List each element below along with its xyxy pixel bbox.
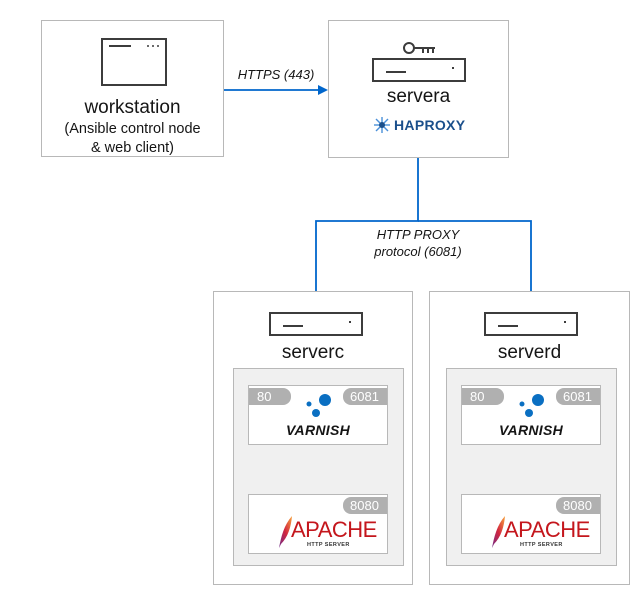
workstation-window-icon <box>101 38 167 86</box>
serverd-apache-port: 8080 <box>556 497 600 514</box>
workstation-description: (Ansible control node & web client) <box>42 120 223 158</box>
servera-server-icon <box>372 58 466 82</box>
serverc-varnish-port-out: 6081 <box>343 388 387 405</box>
server-led <box>452 67 454 69</box>
serverc-apache-card[interactable]: 8080 APACHE HTTP SERVER <box>248 494 388 554</box>
workstation-label: workstation <box>84 97 181 118</box>
serverc-apache-port: 8080 <box>343 497 387 514</box>
varnish-dots-icon <box>519 394 544 417</box>
serverd-services-container: 80 6081 VARNISH 8080 APACHE HTTP SERVER <box>446 368 617 566</box>
varnish-logo-text: VARNISH <box>498 422 564 438</box>
servera-label: servera <box>386 86 451 107</box>
workstation-node[interactable]: workstation (Ansible control node & web … <box>41 20 224 157</box>
apache-logo-text: APACHE <box>291 517 377 542</box>
serverc-node[interactable]: serverc 80 6081 VARNISH 8080 APACHE HTTP… <box>213 291 413 585</box>
serverd-label: serverd <box>497 342 562 363</box>
serverd-varnish-port-out: 6081 <box>556 388 600 405</box>
varnish-dots-icon <box>306 394 331 417</box>
edge-servera-serverd <box>418 220 536 312</box>
serverd-apache-card[interactable]: 8080 APACHE HTTP SERVER <box>461 494 601 554</box>
server-led <box>564 321 566 323</box>
serverd-node[interactable]: serverd 80 6081 VARNISH 8080 APACHE HTTP… <box>429 291 630 585</box>
haproxy-logo: HAPROXY <box>373 115 473 135</box>
server-slot <box>386 71 406 73</box>
key-icon <box>403 42 435 54</box>
haproxy-logo-text: HAPROXY <box>394 117 466 133</box>
serverc-label: serverc <box>281 342 345 363</box>
server-led <box>349 321 351 323</box>
serverc-services-container: 80 6081 VARNISH 8080 APACHE HTTP SERVER <box>233 368 404 566</box>
serverd-varnish-card[interactable]: 80 6081 VARNISH <box>461 385 601 445</box>
serverd-varnish-port-in: 80 <box>462 388 504 405</box>
edge-label-http-proxy: HTTP PROXY protocol (6081) <box>348 226 488 260</box>
workstation-description-line2: & web client) <box>90 140 174 156</box>
haproxy-snowflake-icon <box>374 117 390 133</box>
varnish-logo-text: VARNISH <box>285 422 351 438</box>
server-slot <box>283 325 303 327</box>
workstation-description-line1: (Ansible control node <box>64 121 201 137</box>
edge-label-http-proxy-line1: HTTP PROXY <box>376 227 460 242</box>
serverd-server-icon <box>484 312 578 336</box>
edge-servera-serverc <box>311 158 419 312</box>
serverc-varnish-card[interactable]: 80 6081 VARNISH <box>248 385 388 445</box>
apache-logo-subtext: HTTP SERVER <box>307 542 350 548</box>
edge-label-http-proxy-line2: protocol (6081) <box>374 244 462 259</box>
apache-logo-subtext: HTTP SERVER <box>520 542 563 548</box>
serverc-varnish-port-in: 80 <box>249 388 291 405</box>
apache-feather-icon <box>492 516 505 548</box>
apache-feather-icon <box>279 516 292 548</box>
serverc-server-icon <box>269 312 363 336</box>
servera-node[interactable]: servera HAPROXY <box>328 20 509 158</box>
server-slot <box>498 325 518 327</box>
apache-logo-text: APACHE <box>504 517 590 542</box>
edge-label-https: HTTPS (443) <box>237 67 315 82</box>
